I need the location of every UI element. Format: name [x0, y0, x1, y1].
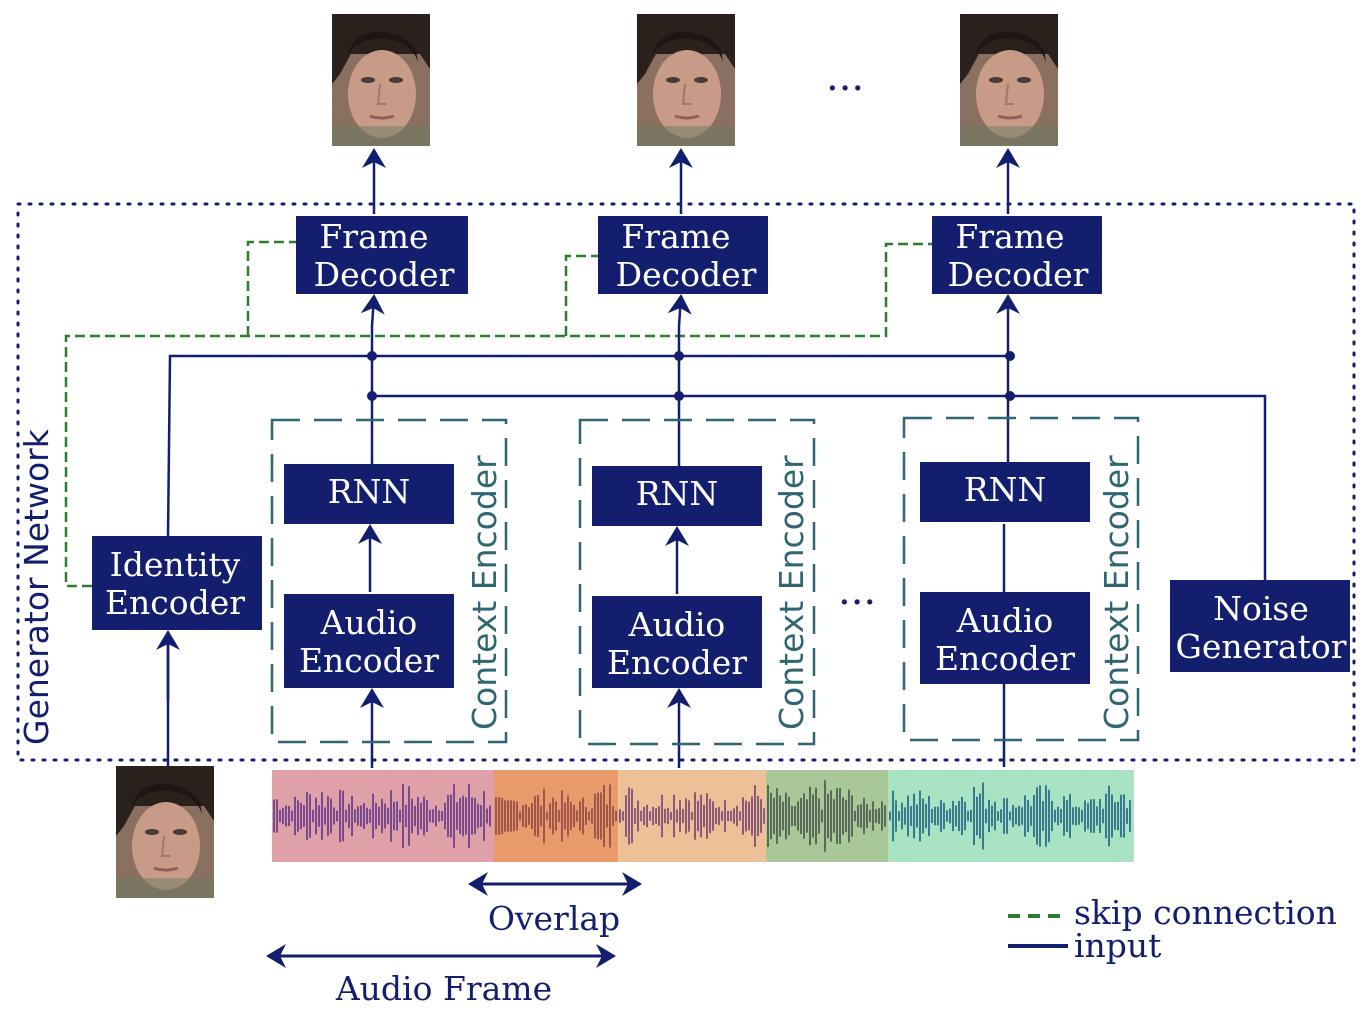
- audio-frame-label: Audio Frame: [335, 969, 552, 1008]
- svg-text:Audio: Audio: [320, 603, 418, 642]
- svg-text:Encoder: Encoder: [607, 643, 747, 682]
- audio-encoder-1: Audio Encoder: [284, 594, 454, 688]
- svg-text:Generator: Generator: [1175, 627, 1346, 666]
- svg-text:RNN: RNN: [636, 474, 719, 513]
- svg-text:Audio: Audio: [956, 601, 1054, 640]
- svg-text:Noise: Noise: [1213, 589, 1309, 628]
- legend-skip-label: skip connection: [1074, 893, 1337, 932]
- context-encoder-boxes: [270, 416, 1140, 746]
- overlap-label: Overlap: [488, 899, 620, 938]
- svg-text:Identity: Identity: [110, 545, 241, 584]
- ellipsis-middle: ...: [838, 568, 876, 614]
- svg-text:RNN: RNN: [964, 470, 1047, 509]
- svg-text:Audio: Audio: [628, 605, 726, 644]
- svg-text:Encoder: Encoder: [299, 641, 439, 680]
- audio-encoder-2: Audio Encoder: [592, 596, 762, 688]
- context-encoder-label-2: Context Encoder: [772, 455, 811, 730]
- skip-connections: [64, 240, 932, 588]
- junction-dots: [367, 351, 1015, 401]
- svg-text:Frame: Frame: [955, 217, 1064, 256]
- waveform-segment: [495, 784, 617, 848]
- svg-text:Decoder: Decoder: [314, 255, 455, 294]
- arrows: [156, 148, 1020, 768]
- rnn-3: RNN: [920, 462, 1090, 522]
- noise-generator: Noise Generator: [1170, 580, 1350, 672]
- audio-waveform: [272, 770, 1134, 862]
- frame-decoder-1: Frame Decoder: [296, 216, 468, 294]
- generator-network-label: Generator Network: [17, 428, 56, 745]
- output-face-1: [330, 12, 432, 148]
- svg-text:Decoder: Decoder: [616, 255, 757, 294]
- rnn-1: RNN: [284, 464, 454, 524]
- svg-text:Decoder: Decoder: [948, 255, 1089, 294]
- ellipsis-top: ...: [826, 54, 864, 100]
- context-encoder-label-1: Context Encoder: [465, 455, 504, 730]
- audio-encoder-3: Audio Encoder: [920, 592, 1090, 684]
- output-face-3: [958, 12, 1060, 148]
- waveform-segment: [619, 785, 765, 847]
- waveform-segment: [889, 782, 1131, 850]
- output-face-2: [635, 12, 737, 148]
- identity-input-face: [114, 764, 216, 900]
- svg-text:Encoder: Encoder: [935, 639, 1075, 678]
- waveform-segment: [273, 784, 491, 848]
- rnn-2: RNN: [592, 466, 762, 526]
- context-encoder-label-3: Context Encoder: [1097, 455, 1136, 730]
- identity-encoder: Identity Encoder: [92, 536, 262, 630]
- svg-text:Encoder: Encoder: [105, 583, 245, 622]
- legend: skip connection input: [1008, 893, 1337, 965]
- svg-text:Frame: Frame: [319, 217, 428, 256]
- svg-text:Frame: Frame: [621, 217, 730, 256]
- frame-decoder-2: Frame Decoder: [598, 216, 768, 294]
- frame-decoder-3: Frame Decoder: [932, 216, 1102, 294]
- legend-input-label: input: [1074, 926, 1161, 965]
- waveform-segment: [767, 780, 886, 852]
- svg-text:RNN: RNN: [328, 472, 411, 511]
